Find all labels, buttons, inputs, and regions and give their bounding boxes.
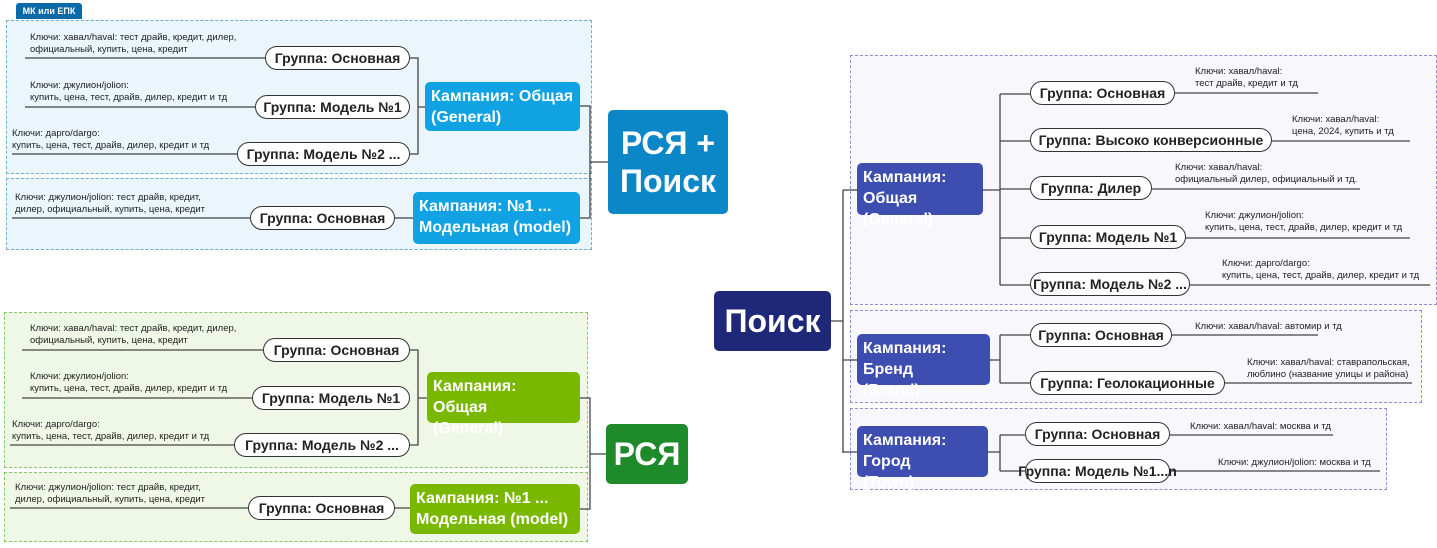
keywords-note: Ключи: джулион/jolion: купить, цена, тес…: [30, 371, 228, 394]
group-main[interactable]: Группа: Основная: [1030, 323, 1172, 347]
group-model-1-n[interactable]: Группа: Модель №1...n: [1018, 459, 1177, 483]
campaign-model[interactable]: Кампания: №1 ... Модельная (model): [410, 484, 580, 534]
group-model-1[interactable]: Группа: Модель №1: [255, 95, 410, 119]
campaign-brand[interactable]: Кампания: Бренд (Brand): [857, 334, 990, 399]
keywords-note: Ключи: дарго/dargo: купить, цена, тест, …: [12, 419, 210, 442]
keywords-note: Ключи: хавал/haval: тест драйв, кредит, …: [30, 32, 237, 55]
rsya-root-node[interactable]: РСЯ: [606, 424, 688, 484]
group-dealer[interactable]: Группа: Дилер: [1030, 176, 1152, 200]
campaign-general[interactable]: Кампания: Общая (General): [425, 82, 580, 131]
group-model-2[interactable]: Группа: Модель №2 ...: [237, 142, 410, 166]
group-main[interactable]: Группа: Основная: [265, 46, 410, 70]
keywords-note: Ключи: хавал/haval: тест драйв, кредит, …: [30, 323, 237, 346]
group-geolocation[interactable]: Группа: Геолокационные: [1030, 371, 1225, 395]
search-root-node[interactable]: Поиск: [714, 291, 831, 351]
group-main[interactable]: Группа: Основная: [263, 338, 410, 362]
keywords-note: Ключи: дарго/dargo: купить, цена, тест, …: [12, 128, 210, 151]
group-model-1[interactable]: Группа: Модель №1: [1030, 225, 1186, 249]
keywords-note: Ключи: джулион/jolion: тест драйв, креди…: [15, 482, 206, 505]
group-main[interactable]: Группа: Основная: [250, 206, 395, 230]
campaign-model[interactable]: Кампания: №1 ... Модельная (model): [413, 192, 580, 244]
campaign-town[interactable]: Кампания: Город (Town): [857, 426, 988, 491]
keywords-note: Ключи: дарго/dargo: купить, цена, тест, …: [1222, 258, 1420, 281]
keywords-note: Ключи: хавал/haval: автомир и тд: [1195, 321, 1342, 332]
group-main[interactable]: Группа: Основная: [248, 496, 395, 520]
keywords-note: Ключи: джулион/jolion: москва и тд: [1218, 457, 1371, 468]
keywords-note: Ключи: хавал/haval: цена, 2024, купить и…: [1292, 114, 1394, 137]
group-main[interactable]: Группа: Основная: [1030, 81, 1175, 105]
group-model-2[interactable]: Группа: Модель №2 ...: [234, 433, 410, 457]
group-high-conversion[interactable]: Группа: Высоко конверсионные: [1030, 128, 1272, 152]
mk-epk-tag: МК или ЕПК: [16, 3, 82, 19]
keywords-note: Ключи: хавал/haval: москва и тд: [1190, 421, 1331, 432]
group-model-2[interactable]: Группа: Модель №2 ...: [1030, 272, 1190, 296]
campaign-general[interactable]: Кампания: Общая (General): [857, 163, 983, 228]
keywords-note: Ключи: хавал/haval: официальный дилер, о…: [1175, 162, 1358, 185]
keywords-note: Ключи: хавал/haval: ставрапольская, любл…: [1247, 357, 1410, 380]
keywords-note: Ключи: джулион/jolion: тест драйв, креди…: [15, 192, 206, 215]
group-main[interactable]: Группа: Основная: [1025, 422, 1170, 446]
rsya-search-root-node[interactable]: РСЯ + Поиск: [608, 110, 728, 214]
campaign-general[interactable]: Кампания: Общая (General): [427, 372, 580, 437]
keywords-note: Ключи: джулион/jolion: купить, цена, тес…: [30, 80, 228, 103]
keywords-note: Ключи: хавал/haval: тест драйв, кредит и…: [1195, 66, 1298, 89]
keywords-note: Ключи: джулион/jolion: купить, цена, тес…: [1205, 210, 1403, 233]
group-model-1[interactable]: Группа: Модель №1: [252, 386, 410, 410]
